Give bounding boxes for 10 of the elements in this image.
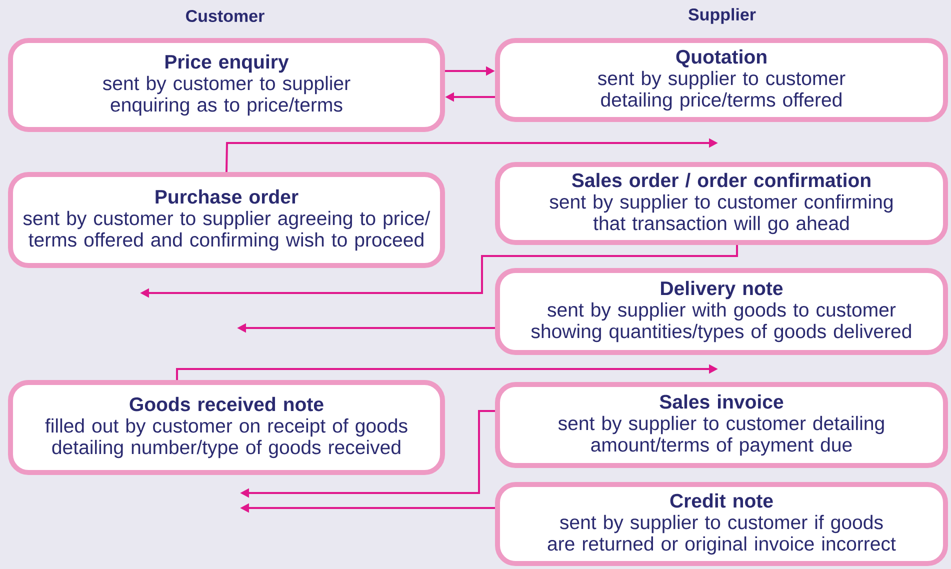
document-box: Price enquiry sent by customer to supplier enquiring as to price/terms	[8, 38, 445, 132]
document-box: Purchase order sent by customer to supplier agreeing to price/ terms offered and confirming wish to proceed	[8, 172, 445, 268]
column-heading: Customer	[186, 10, 264, 22]
document-box: Credit note sent by supplier to customer if goods are returned or original invoice incorrect	[495, 482, 948, 566]
document-box: Quotation sent by supplier to customer detailing price/terms offered	[495, 38, 948, 122]
document-box: Delivery note sent by supplier with goods to customer showing quantities/types of goods delivered	[495, 268, 948, 355]
column-heading: Supplier	[688, 8, 756, 24]
document-box: Sales invoice sent by supplier to customer detailing amount/terms of payment due	[495, 382, 948, 468]
document-box: Sales order / order confirmation sent by supplier to customer confirming that transaction will go ahead	[495, 162, 948, 245]
document-box: Goods received note filled out by customer on receipt of goods detailing number/type of goods received	[8, 380, 445, 475]
